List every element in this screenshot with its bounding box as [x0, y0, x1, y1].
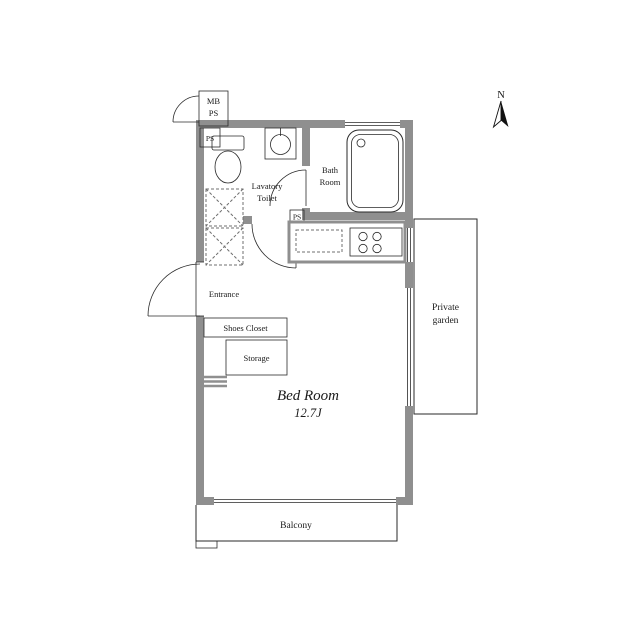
wall-bath-bottom [302, 212, 413, 220]
storage-label: Storage [244, 353, 270, 363]
north-arrow-right [501, 101, 509, 127]
washer-diagonal [205, 227, 244, 266]
shoes-closet-box [203, 317, 288, 338]
stove [349, 227, 403, 257]
stove-burner [358, 231, 368, 242]
stove-burner [358, 243, 368, 254]
basin-bowl [270, 134, 291, 155]
bathtub-inner [351, 134, 399, 208]
toilet-tank [211, 135, 245, 151]
window-gap [405, 228, 413, 262]
ps-upper-label: PS [206, 134, 214, 143]
bath-label-1: Bath [322, 165, 339, 175]
window-kitchen [405, 228, 413, 262]
washer-space-2 [205, 227, 244, 266]
storage-box [225, 339, 288, 376]
window-gap [214, 497, 396, 505]
washer-space-1 [205, 188, 244, 227]
washer-outline [205, 227, 244, 266]
compass: N [492, 90, 509, 129]
wall-left-lower [196, 316, 204, 505]
window-gap [405, 288, 413, 406]
private-garden: Private garden [413, 218, 478, 415]
wall-bath-left-upper [302, 120, 310, 166]
ps-lower-label: PS [293, 213, 301, 222]
private-garden-label-1: Private [432, 303, 459, 313]
door-arc-mbps [172, 95, 200, 123]
window-bedroom [405, 288, 413, 406]
windows [214, 120, 413, 505]
window-balcony [214, 497, 396, 505]
mb-ps-shaft: MB PS [172, 90, 229, 127]
balcony-label: Balcony [280, 521, 312, 531]
entrance-label: Entrance [209, 289, 239, 299]
lavatory-room: Lavatory Toilet [205, 127, 297, 269]
wall-right-lower [405, 406, 413, 505]
door-arc-lavatory [251, 223, 297, 269]
entrance: Entrance [147, 261, 239, 317]
wall-lavatory-stub [243, 216, 252, 224]
mb-label: MB [207, 96, 221, 106]
balcony-step [195, 540, 218, 549]
kitchen-sink-area [295, 229, 343, 253]
washer-outline [205, 188, 244, 227]
north-label: N [497, 90, 505, 101]
mb-ps-box [198, 90, 229, 127]
window-gap [345, 120, 400, 128]
shoes-closet-label: Shoes Closet [223, 323, 268, 333]
bathtub-drain [356, 138, 366, 148]
ps-label: PS [209, 108, 219, 118]
stove-burner [372, 231, 382, 242]
wall-right-upper [405, 120, 413, 228]
wall-right-middle [405, 262, 413, 288]
stove-burner [372, 243, 382, 254]
lavatory-label-1: Lavatory [252, 181, 283, 191]
door-arc-bath [269, 169, 307, 207]
bed-room: Bed Room 12.7J [277, 388, 339, 420]
kitchen [287, 220, 407, 264]
private-garden-label-2: garden [433, 316, 459, 326]
balcony: Balcony [195, 505, 398, 549]
storage: Storage [203, 339, 288, 388]
bed-room-size: 12.7J [294, 406, 323, 420]
lavatory-label-2: Toilet [257, 193, 277, 203]
bathtub-outer [346, 129, 404, 213]
private-garden-outline [413, 218, 478, 415]
toilet-bowl [214, 150, 242, 184]
wall-left-upper [196, 128, 204, 262]
bed-room-name: Bed Room [277, 388, 339, 404]
north-arrow-left [492, 100, 502, 129]
washer-diagonal [205, 188, 244, 227]
shoes-closet: Shoes Closet [203, 317, 288, 338]
bath-room: Bath Room [269, 129, 404, 213]
wash-basin [264, 127, 297, 160]
kitchen-counter [287, 220, 407, 264]
ps-upper-shaft: PS [199, 127, 221, 148]
balcony-outline [195, 505, 398, 542]
walls [196, 120, 413, 505]
ps-upper-box [199, 127, 221, 148]
window-bath-top [345, 120, 400, 128]
door-arc-entrance [147, 263, 201, 317]
bath-label-2: Room [320, 177, 341, 187]
toilet [211, 135, 245, 184]
